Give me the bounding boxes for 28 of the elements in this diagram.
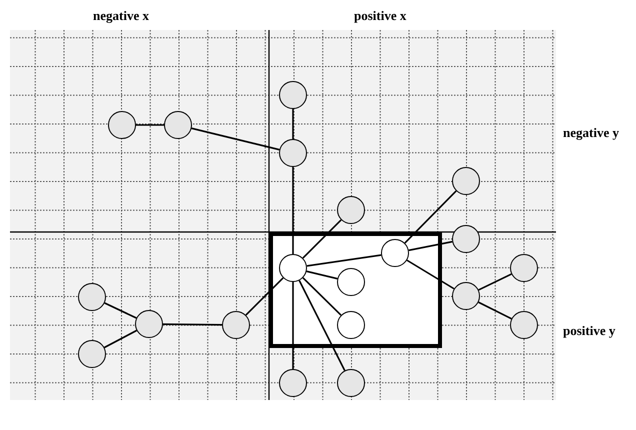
connector-line: [298, 280, 346, 371]
connector-line: [136, 124, 164, 126]
connector-line: [404, 190, 457, 244]
axis-label: positive y: [563, 323, 616, 339]
connector-line: [162, 323, 222, 326]
connector-line: [104, 330, 137, 348]
connector-line: [306, 270, 338, 280]
connector-line: [302, 277, 342, 316]
connector-line: [292, 109, 294, 139]
circle-node: [381, 239, 409, 267]
connector-line: [408, 240, 452, 252]
connector-line: [292, 167, 294, 254]
connector-line: [191, 128, 280, 150]
connector-line: [104, 302, 137, 319]
connector-line: [406, 260, 454, 290]
circle-node: [337, 268, 365, 296]
circle-node: [337, 311, 365, 339]
connector-line: [245, 277, 284, 316]
connector-line: [478, 273, 512, 291]
axis-label: positive x: [354, 8, 406, 24]
connector-line: [478, 302, 512, 320]
connector-line: [306, 254, 382, 267]
connector-line: [302, 219, 342, 259]
connector-line: [292, 282, 294, 369]
axis-label: negative x: [93, 8, 149, 24]
circle-node: [279, 254, 307, 282]
region-rectangle: [269, 232, 442, 348]
axis-label: negative y: [563, 125, 619, 141]
